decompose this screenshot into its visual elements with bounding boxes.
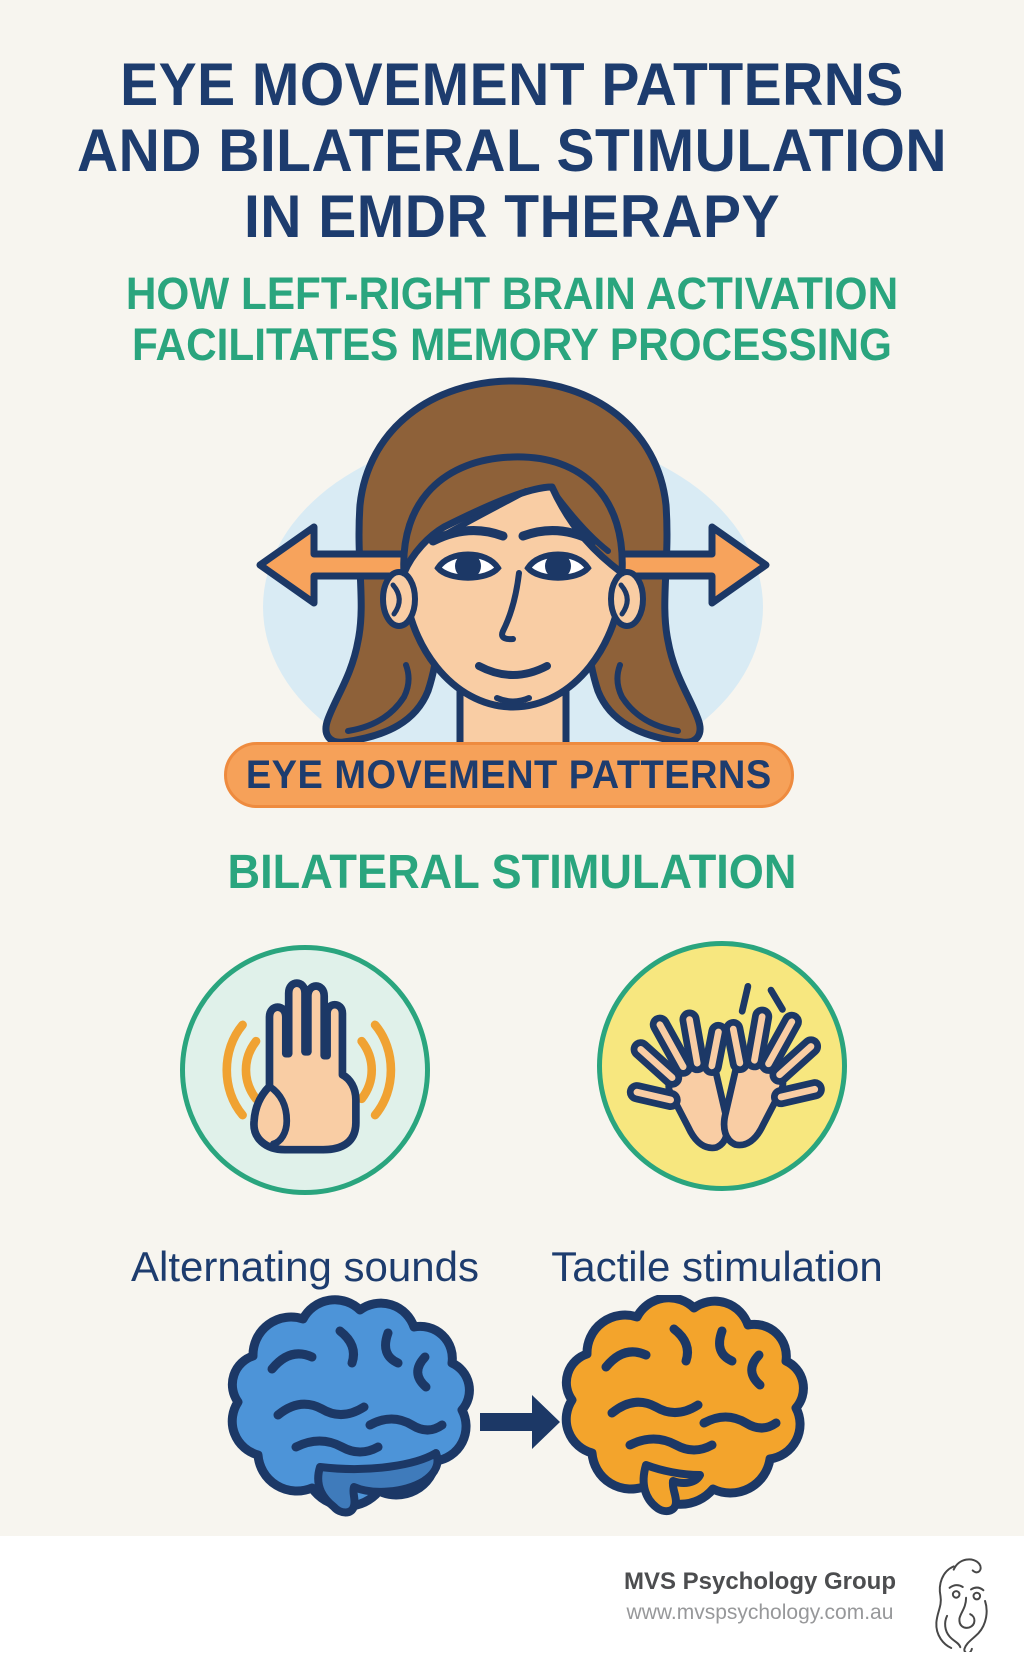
tactile-stimulation-label: Tactile stimulation bbox=[551, 1243, 883, 1290]
bangs-strand-right bbox=[553, 492, 611, 554]
bilateral-heading: BILATERAL STIMULATION bbox=[227, 846, 797, 899]
right-brain-icon bbox=[566, 1298, 803, 1516]
iris-left bbox=[455, 553, 481, 579]
left-tapping-hand bbox=[626, 1009, 731, 1152]
footer: MVS Psychology Group www.mvspsychology.c… bbox=[0, 1536, 1024, 1666]
tapping-hands-icon bbox=[626, 982, 825, 1152]
chin-line bbox=[494, 695, 532, 705]
page-title: EYE MOVEMENT PATTERNS AND BILATERAL STIM… bbox=[26, 52, 999, 250]
alternating-sounds-label: Alternating sounds bbox=[131, 1243, 479, 1290]
iris-right bbox=[545, 553, 571, 579]
left-brain-icon bbox=[232, 1300, 469, 1517]
eyebrow-left bbox=[428, 526, 508, 546]
right-tapping-hand bbox=[720, 1006, 825, 1149]
face-illustration bbox=[256, 377, 770, 745]
mouth bbox=[475, 662, 551, 679]
eyebrow-right bbox=[518, 526, 598, 546]
cerebellum bbox=[314, 1449, 442, 1517]
arrow-right-icon bbox=[480, 1395, 560, 1449]
ear-left-line bbox=[390, 582, 402, 617]
org-name: MVS Psychology Group bbox=[623, 1568, 896, 1595]
website-url: www.mvspsychology.com.au bbox=[626, 1601, 894, 1624]
title-line-2: AND BILATERAL STIMULATION bbox=[77, 117, 947, 184]
alternating-sounds-circle bbox=[180, 945, 430, 1195]
sound-waves-icon bbox=[222, 1020, 396, 1120]
subtitle-line-2: FACILITATES MEMORY PROCESSING bbox=[132, 319, 892, 370]
waving-hand-sound-waves-icon bbox=[222, 979, 396, 1154]
mvs-logo-icon bbox=[935, 1558, 988, 1652]
hair-curl-right bbox=[614, 662, 681, 734]
subtitle-line-1: HOW LEFT-RIGHT BRAIN ACTIVATION bbox=[125, 268, 899, 319]
hair-curl-left bbox=[345, 662, 412, 734]
nose bbox=[499, 570, 522, 643]
tactile-stimulation-circle bbox=[597, 941, 847, 1191]
title-line-1: EYE MOVEMENT PATTERNS bbox=[120, 51, 904, 118]
brain-stem bbox=[639, 1461, 704, 1516]
page-subtitle: HOW LEFT-RIGHT BRAIN ACTIVATION FACILITA… bbox=[31, 268, 994, 370]
tap-sparks-icon bbox=[738, 982, 786, 1015]
eye-movement-banner: EYE MOVEMENT PATTERNS bbox=[224, 742, 794, 808]
ear-right-line bbox=[618, 582, 630, 617]
brain-activation-diagram bbox=[202, 1295, 822, 1517]
bangs bbox=[400, 453, 626, 577]
title-line-3: IN EMDR THERAPY bbox=[243, 183, 780, 250]
thumb-fold-line bbox=[266, 1082, 291, 1148]
banner-label: EYE MOVEMENT PATTERNS bbox=[246, 752, 772, 797]
footer-text-block: MVS Psychology Group www.mvspsychology.c… bbox=[624, 1566, 896, 1628]
waving-hand bbox=[250, 979, 360, 1154]
